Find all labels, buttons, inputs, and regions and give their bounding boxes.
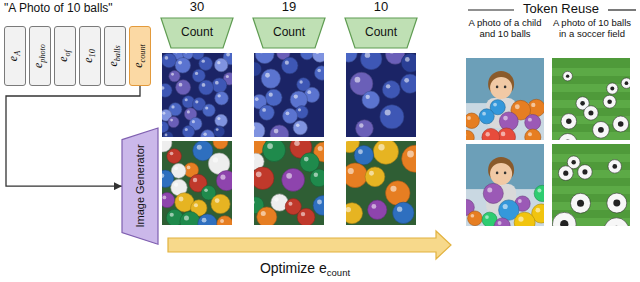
- photo: [552, 144, 630, 226]
- node-label: Count: [273, 26, 305, 39]
- photo-caption: A photo of a child and 10 balls: [461, 18, 549, 40]
- token-label: Image Generator: [134, 145, 146, 228]
- count-trapezoid: Count: [253, 18, 325, 48]
- token-box: e10: [79, 26, 101, 86]
- optimize-arrow: [168, 231, 451, 259]
- photo: [466, 144, 544, 226]
- generator-trapezoid: Image Generator: [122, 128, 158, 244]
- token-label: eA: [7, 51, 23, 61]
- photo: [162, 141, 232, 225]
- token-box: eof: [54, 26, 76, 86]
- connector-arrow: [6, 86, 140, 186]
- title-rule: [608, 9, 636, 10]
- token-label: e10: [82, 49, 98, 62]
- photo-grid: [154, 45, 632, 243]
- step-number: 10: [361, 0, 401, 15]
- photo: [346, 53, 416, 137]
- token-label: eof: [57, 50, 73, 62]
- photo: [346, 141, 416, 225]
- step-number: 19: [269, 0, 309, 15]
- step-number: 30: [177, 0, 217, 15]
- photo: [254, 141, 324, 225]
- token-label: ephoto: [32, 44, 48, 68]
- count-trapezoid: Count: [161, 18, 233, 48]
- photo: [466, 58, 544, 140]
- token-box: eA: [4, 26, 26, 86]
- token-box: eballs: [104, 26, 126, 86]
- token-box: ephoto: [29, 26, 51, 86]
- section-title: Token Reuse: [516, 2, 606, 17]
- node-label: Count: [365, 26, 397, 39]
- axis-label: Optimize ecount: [195, 260, 415, 279]
- title-rule: [468, 9, 514, 10]
- node-label: Count: [181, 26, 213, 39]
- prompt-title: "A Photo of 10 balls": [4, 2, 113, 16]
- token-box: ecount: [129, 26, 151, 86]
- photo-caption: A photo of 10 balls in a soccer field: [548, 18, 636, 40]
- photo: [254, 53, 324, 137]
- photo: [552, 58, 630, 140]
- token-label: ecount: [132, 44, 148, 67]
- token-label: eballs: [107, 45, 123, 66]
- photo: [162, 53, 232, 137]
- count-trapezoid: Count: [345, 18, 417, 48]
